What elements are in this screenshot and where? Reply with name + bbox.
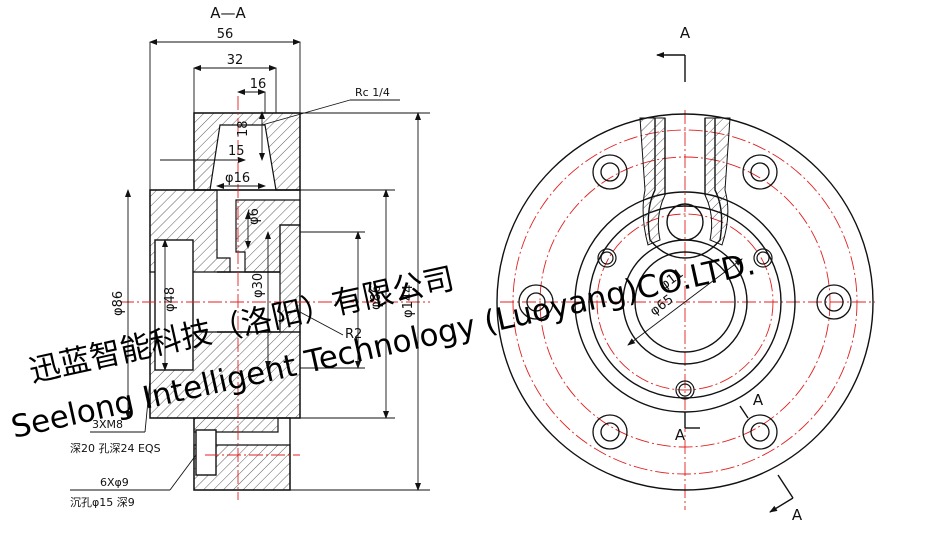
dim-phi16: φ16 bbox=[225, 171, 250, 186]
front-dims bbox=[627, 258, 743, 346]
dim-phi30: φ30 bbox=[251, 273, 266, 298]
dim-16: 16 bbox=[250, 77, 267, 92]
dim-phi86: φ86 bbox=[111, 291, 126, 316]
section-outline bbox=[149, 112, 301, 491]
threaded-holes bbox=[597, 248, 773, 400]
section-mark-bottom: A bbox=[792, 506, 803, 524]
dim-phi144: φ144 bbox=[401, 285, 416, 318]
dim-r2: R2 bbox=[345, 327, 362, 342]
bolt-holes bbox=[518, 154, 852, 450]
dim-phi6: φ6 bbox=[247, 208, 262, 225]
section-title: A—A bbox=[210, 4, 246, 22]
section-view: A—A bbox=[70, 4, 430, 509]
dim-32: 32 bbox=[227, 53, 244, 68]
front-centerlines bbox=[500, 110, 875, 510]
section-mark-top: A bbox=[680, 24, 691, 42]
dim-18: 18 bbox=[236, 120, 251, 137]
front-view: φ11 φ65 A A A A bbox=[496, 24, 875, 524]
dim-phi48: φ48 bbox=[163, 287, 178, 312]
dim-phi86-right: φ86 bbox=[369, 285, 384, 310]
section-mark-mid-right: A bbox=[753, 391, 764, 409]
note-m8-depth: 深20 孔深24 EQS bbox=[70, 442, 161, 455]
note-holes-counterbore: 沉孔φ15 深9 bbox=[70, 496, 135, 509]
watermark: 迅蓝智能科技（洛阳）有限公司 Seelong Intelligent Techn… bbox=[8, 246, 759, 446]
dim-56: 56 bbox=[217, 27, 234, 42]
section-centerlines bbox=[120, 96, 430, 500]
dim-rc: Rc 1/4 bbox=[355, 86, 390, 99]
dim-15: 15 bbox=[228, 144, 245, 159]
section-mark-mid-left: A bbox=[675, 426, 686, 444]
note-holes: 6Xφ9 bbox=[100, 476, 129, 489]
port-hatch bbox=[639, 117, 731, 246]
note-m8: 3XM8 bbox=[92, 418, 123, 431]
section-marks bbox=[656, 52, 794, 513]
section-dimensions bbox=[70, 39, 430, 491]
